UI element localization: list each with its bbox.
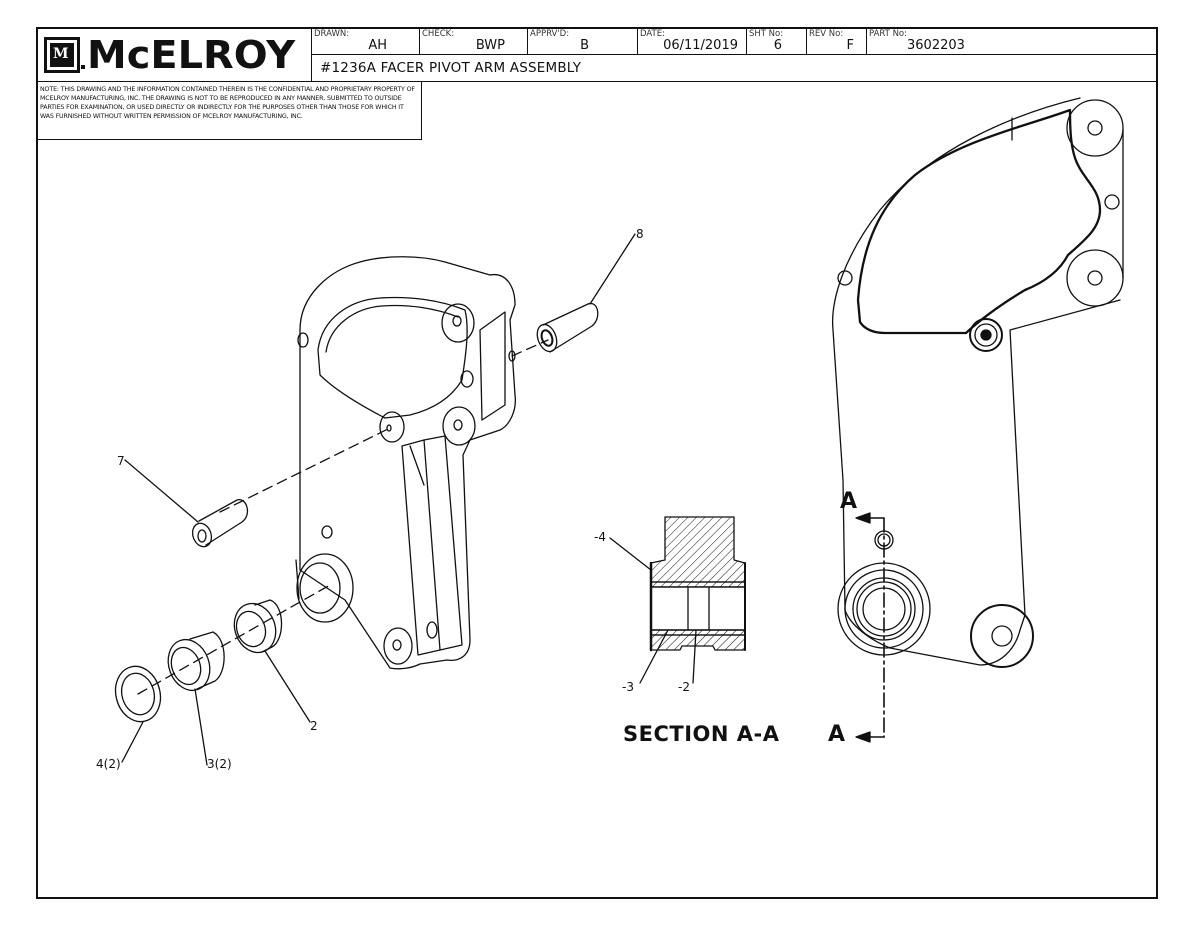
sheet-cell: SHT No: 6 <box>747 29 807 55</box>
side-view-pivot-arm <box>831 97 1124 743</box>
center-line-upper <box>219 427 391 513</box>
revision-cell: REV No: F <box>807 29 867 55</box>
balloon-7: 7 <box>117 454 125 468</box>
date-value: 06/11/2019 <box>663 38 738 53</box>
balloon-8: 8 <box>636 227 644 241</box>
cut-arrow-bottom-icon <box>855 731 871 743</box>
part-value: 3602203 <box>907 38 965 53</box>
cut-label-top: A <box>840 489 858 514</box>
leader-3 <box>194 688 208 766</box>
callout-leader-2 <box>692 629 697 684</box>
arm-inner-pocket <box>317 296 468 419</box>
approved-cell: APPRV'D: B <box>528 29 638 55</box>
isometric-pivot-arm <box>296 256 516 670</box>
title-block: M McELROY DRAWN: AH CHECK: BWP APPRV'D: … <box>38 29 1158 82</box>
side-view-outline <box>831 97 1121 666</box>
lower-pivot-boss <box>296 553 354 623</box>
logo-dot <box>81 65 85 69</box>
part-4-washer <box>114 665 162 723</box>
leader-7 <box>124 459 199 523</box>
section-callout-4: -4 <box>594 530 606 544</box>
drawn-value: AH <box>368 38 387 53</box>
leader-8 <box>589 233 636 305</box>
boss-pin <box>379 411 405 443</box>
section-housing-bottom <box>650 634 746 651</box>
section-callout-2: -2 <box>678 680 690 694</box>
check-cell: CHECK: BWP <box>420 29 528 55</box>
cut-arrow-top-icon <box>855 512 871 524</box>
part-3-sleeve <box>167 638 211 692</box>
boss-bottom <box>442 406 476 446</box>
cut-label-bottom: A <box>828 722 846 747</box>
side-pivot-hub <box>969 318 1003 352</box>
boss-top <box>441 303 475 343</box>
side-view-pocket <box>856 108 1102 335</box>
callout-leader-4 <box>609 537 652 571</box>
date-cell: DATE: 06/11/2019 <box>638 29 747 55</box>
center-line-lower <box>137 584 331 695</box>
section-housing-top <box>650 516 746 583</box>
drawing-title-row: #1236A FACER PIVOT ARM ASSEMBLY <box>312 55 1158 82</box>
confidentiality-note: NOTE: THIS DRAWING AND THE INFORMATION C… <box>38 82 422 140</box>
side-boss-top <box>1066 99 1124 157</box>
section-callout-3: -3 <box>622 680 634 694</box>
leader-2 <box>264 650 311 723</box>
company-logo: M McELROY <box>38 29 312 82</box>
lower-boss <box>383 627 413 665</box>
callout-leader-3 <box>639 629 669 684</box>
balloon-2: 2 <box>310 719 318 733</box>
leader-4 <box>121 721 144 763</box>
section-a-a-view <box>609 516 746 684</box>
arm-body-outline <box>299 256 516 670</box>
drawing-sheet: M McELROY DRAWN: AH CHECK: BWP APPRV'D: … <box>36 27 1158 899</box>
balloon-3: 3(2) <box>207 757 232 771</box>
side-plate <box>479 311 506 421</box>
side-lower-boss <box>970 604 1034 668</box>
drawing-title: #1236A FACER PIVOT ARM ASSEMBLY <box>320 60 582 76</box>
logo-monogram: M <box>44 37 80 73</box>
approved-value: B <box>580 38 589 53</box>
exploded-parts <box>114 233 636 766</box>
balloon-4: 4(2) <box>96 757 121 771</box>
sheet-value: 6 <box>773 38 782 53</box>
drawn-cell: DRAWN: AH <box>312 29 420 55</box>
part-8-pin <box>542 302 599 353</box>
section-title: SECTION A-A <box>623 722 780 746</box>
side-boss-middle <box>1066 249 1124 307</box>
part-7-pin <box>198 499 249 546</box>
part-cell: PART No: 3602203 <box>867 29 1158 55</box>
arm-rail-right <box>423 435 463 651</box>
logo-wordmark: McELROY <box>87 33 296 77</box>
check-value: BWP <box>475 38 505 53</box>
revision-value: F <box>846 38 854 53</box>
